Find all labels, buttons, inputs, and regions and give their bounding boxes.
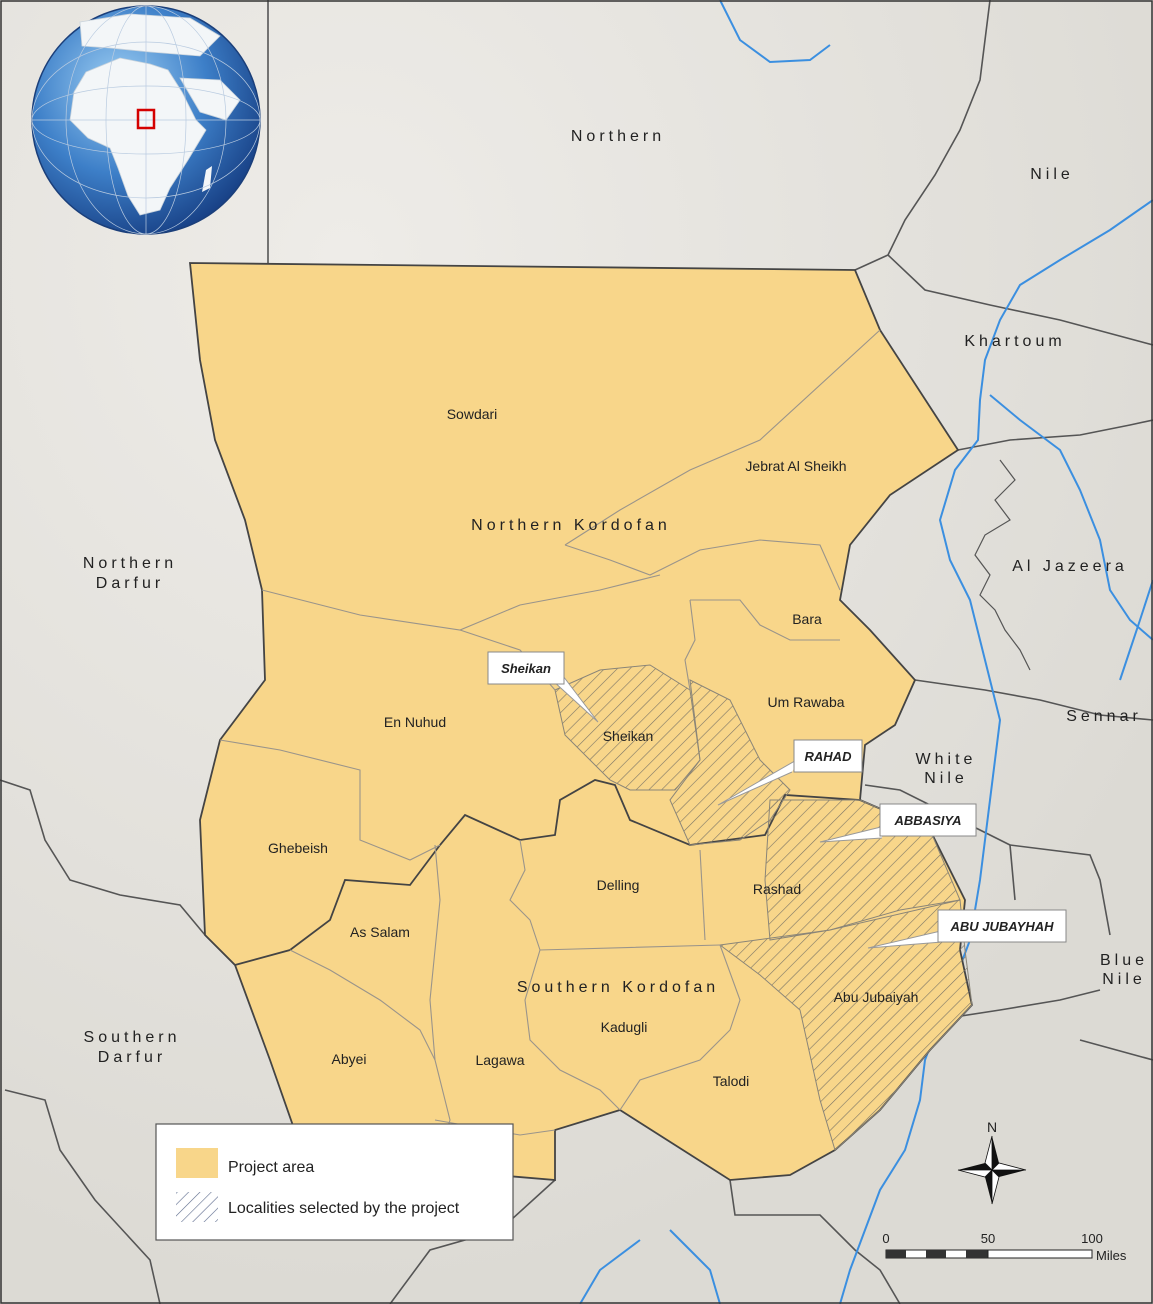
label-khartoum: Khartoum <box>964 333 1065 350</box>
label-en-nuhud: En Nuhud <box>384 714 446 730</box>
legend-swatch-project-area <box>176 1148 218 1178</box>
label-southern-kordofan: Southern Kordofan <box>517 979 719 996</box>
globe-arabia <box>179 77 241 121</box>
scale-tick-100: 100 <box>1081 1231 1103 1246</box>
label-ghebeish: Ghebeish <box>268 840 328 856</box>
callout-pointer-abu-jubayhah <box>867 929 946 949</box>
globe-graticule <box>31 5 261 235</box>
callout-box-abu-jubayhah <box>937 909 1067 943</box>
globe-locator-box <box>136 108 156 130</box>
label-kadugli: Kadugli <box>601 1019 648 1035</box>
label-northern-darfur-1: Northern <box>83 555 177 572</box>
locality-labels: Sowdari Jebrat Al Sheikh Bara Um Rawaba … <box>268 406 918 1089</box>
globe-europe <box>79 13 221 57</box>
callout-pointer-abbasiya <box>819 825 886 843</box>
callout-abu-jubayhah: ABU JUBAYHAH <box>949 919 1054 934</box>
scale-tick-50: 50 <box>981 1231 995 1246</box>
callout-sheikan: Sheikan <box>501 661 551 676</box>
hatch-abu-jubayhah <box>718 899 973 1151</box>
label-as-salam: As Salam <box>350 924 410 940</box>
scale-unit: Miles <box>1096 1248 1127 1263</box>
label-northern-darfur-2: Darfur <box>96 575 164 592</box>
label-jebrat-al-sheikh: Jebrat Al Sheikh <box>745 458 846 474</box>
label-northern: Northern <box>571 128 665 145</box>
callouts: Sheikan RAHAD ABBASIYA ABU JUBAYHAH <box>487 651 1067 949</box>
label-al-jazeera: Al Jazeera <box>1012 558 1128 575</box>
label-nile: Nile <box>1030 166 1074 183</box>
hatch-sheikan <box>554 664 701 791</box>
globe-madagascar <box>202 166 212 192</box>
hatch-rahad <box>669 679 791 846</box>
callout-box-sheikan <box>487 651 565 685</box>
region-labels: Northern Nile Khartoum Al Jazeera Sennar… <box>83 128 1148 1066</box>
label-blue-nile-2: Nile <box>1102 971 1146 988</box>
callout-rahad: RAHAD <box>805 749 853 764</box>
label-white-nile-2: Nile <box>924 770 968 787</box>
label-northern-kordofan: Northern Kordofan <box>471 517 671 534</box>
locator-globe <box>31 5 261 235</box>
rivers <box>579 0 1153 1304</box>
label-sheikan: Sheikan <box>603 728 654 744</box>
callout-abbasiya: ABBASIYA <box>894 813 962 828</box>
globe-africa <box>69 57 207 216</box>
north-arrow: N <box>957 1119 1027 1205</box>
label-abu-jubaiyah: Abu Jubaiyah <box>834 989 919 1005</box>
north-arrow-label: N <box>987 1119 997 1135</box>
label-um-rawaba: Um Rawaba <box>767 694 844 710</box>
label-blue-nile-1: Blue <box>1100 952 1148 969</box>
legend: Project area Localities selected by the … <box>155 1123 514 1241</box>
label-rashad: Rashad <box>753 881 801 897</box>
label-lagawa: Lagawa <box>475 1052 524 1068</box>
legend-box <box>155 1123 514 1241</box>
legend-label-project-area: Project area <box>228 1159 314 1176</box>
legend-swatch-localities <box>176 1192 218 1222</box>
label-bara: Bara <box>792 611 822 627</box>
label-sennar: Sennar <box>1066 708 1142 725</box>
label-sowdari: Sowdari <box>447 406 498 422</box>
scale-bar: 0 50 100 Miles <box>882 1231 1126 1263</box>
riverbank-detail <box>974 459 1031 671</box>
callout-box-rahad <box>793 739 863 773</box>
callout-pointer-rahad <box>717 757 801 806</box>
scale-tick-0: 0 <box>882 1231 889 1246</box>
label-southern-darfur-2: Darfur <box>98 1049 166 1066</box>
label-southern-darfur-1: Southern <box>84 1029 181 1046</box>
label-white-nile-1: White <box>916 751 977 768</box>
label-delling: Delling <box>597 877 640 893</box>
label-talodi: Talodi <box>713 1073 750 1089</box>
callout-box-abbasiya <box>879 803 977 837</box>
label-abyei: Abyei <box>331 1051 366 1067</box>
legend-label-localities: Localities selected by the project <box>228 1200 460 1217</box>
